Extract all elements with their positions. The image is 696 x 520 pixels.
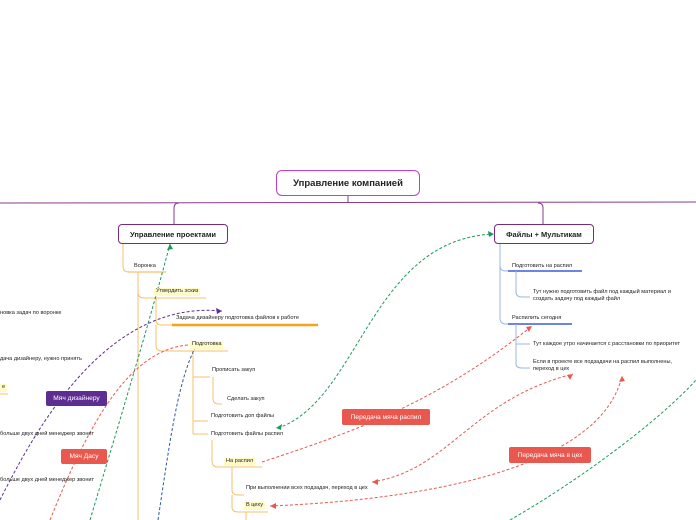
green-relation-2 — [89, 243, 171, 520]
arrow-head-red-2 — [372, 479, 378, 485]
note-prepare-for-cut-line1: Тут нужно подготовить файл под каждый ма… — [533, 289, 671, 295]
topic-left-partial-2[interactable]: дача дизайнеру, нужно принять — [0, 356, 82, 362]
topic-left-partial-3[interactable]: е — [0, 384, 8, 392]
approve-trunk — [155, 298, 172, 326]
topic-left-partial-5[interactable]: больше двух дней менеджер звонит — [0, 477, 95, 483]
topic-files-multicam[interactable]: Файлы + Мультикам — [494, 224, 594, 244]
note-cut-today: Тут каждое утро начинается с расстановки… — [533, 341, 681, 347]
topic-prepare-extra-files[interactable]: Подготовить доп файлы — [211, 413, 274, 419]
arrow-head-green — [276, 424, 282, 430]
purple-relation — [0, 309, 223, 501]
red-relation-2 — [261, 325, 533, 463]
topic-designer-task[interactable]: Задача дизайнеру подготовка файлов к раб… — [176, 315, 299, 321]
red-relation-1 — [49, 344, 189, 520]
prep-connector — [155, 325, 228, 352]
green-relation-3 — [509, 379, 696, 520]
topic-in-shop[interactable]: В цеху — [244, 502, 266, 510]
topic-left-partial-1[interactable]: новка задач по воронке — [0, 310, 62, 316]
files-trunk — [499, 244, 572, 325]
topic-all-subtasks-done[interactable]: При выполнении всех подзадач, переход в … — [246, 485, 368, 491]
note-cut-done-line2: переход в цех — [533, 366, 570, 372]
arrow-head-red — [526, 326, 532, 332]
arrow-head-red-4 — [567, 374, 573, 380]
root-topic[interactable]: Управление компанией — [276, 170, 420, 196]
do-purchase-branch — [212, 377, 222, 405]
topic-prepare-for-cut[interactable]: Подготовить на распил — [512, 263, 573, 269]
relation-label-pass-ball-shop[interactable]: Передача мяча в цех — [509, 447, 591, 463]
to-cut-trunk — [231, 467, 244, 496]
topic-prepare-cut-files[interactable]: Подготовить файлы распил — [211, 431, 284, 437]
to-shop-connector — [231, 495, 268, 513]
topic-cut-today[interactable]: Распилить сегодня — [512, 315, 562, 321]
topic-do-purchase[interactable]: Сделать закуп — [227, 396, 265, 402]
arrow-head-green-2 — [167, 244, 173, 250]
topic-funnel[interactable]: Воронка — [134, 263, 156, 269]
topic-left-partial-4[interactable]: больше двух дней менеджер звонит — [0, 431, 95, 437]
relation-label-pass-ball-cut[interactable]: Передача мяча распил — [342, 409, 430, 425]
green-relation-1 — [277, 233, 494, 429]
topic-approve-sketch[interactable]: Утвердить эскиз — [154, 288, 201, 296]
approve-connector — [137, 291, 206, 299]
topic-preparation[interactable]: Подготовка — [190, 341, 224, 349]
prepare-cut-note-branch — [515, 271, 530, 298]
note-prepare-for-cut-line2: создать задачу под каждый файл — [533, 296, 621, 302]
relation-label-ball-designer[interactable]: Мяч дизайнеру — [46, 391, 107, 406]
red-relation-3 — [371, 373, 574, 483]
topic-write-purchase[interactable]: Прописать закуп — [212, 367, 256, 373]
topic-project-management[interactable]: Управление проектами — [118, 224, 228, 244]
files-connector — [537, 202, 544, 224]
note-cut-done-line1: Если в проекте все подзадачи на распил в… — [533, 359, 673, 365]
arrow-head-green-top — [488, 231, 494, 237]
arrow-head-purple — [216, 308, 222, 314]
cut-today-trunk — [515, 324, 530, 369]
arrow-head-red-5 — [619, 376, 625, 382]
arrow-head-red-3 — [270, 503, 276, 509]
red-relation-4 — [269, 375, 623, 507]
projects-connector — [173, 202, 180, 224]
to-cut-connector — [211, 440, 262, 468]
navy-relation — [157, 345, 197, 520]
topic-to-cut[interactable]: На распил — [224, 458, 256, 466]
relation-label-ball-vasya[interactable]: Мяч Дасу — [61, 449, 107, 464]
prepare-cut-connector — [499, 265, 580, 272]
